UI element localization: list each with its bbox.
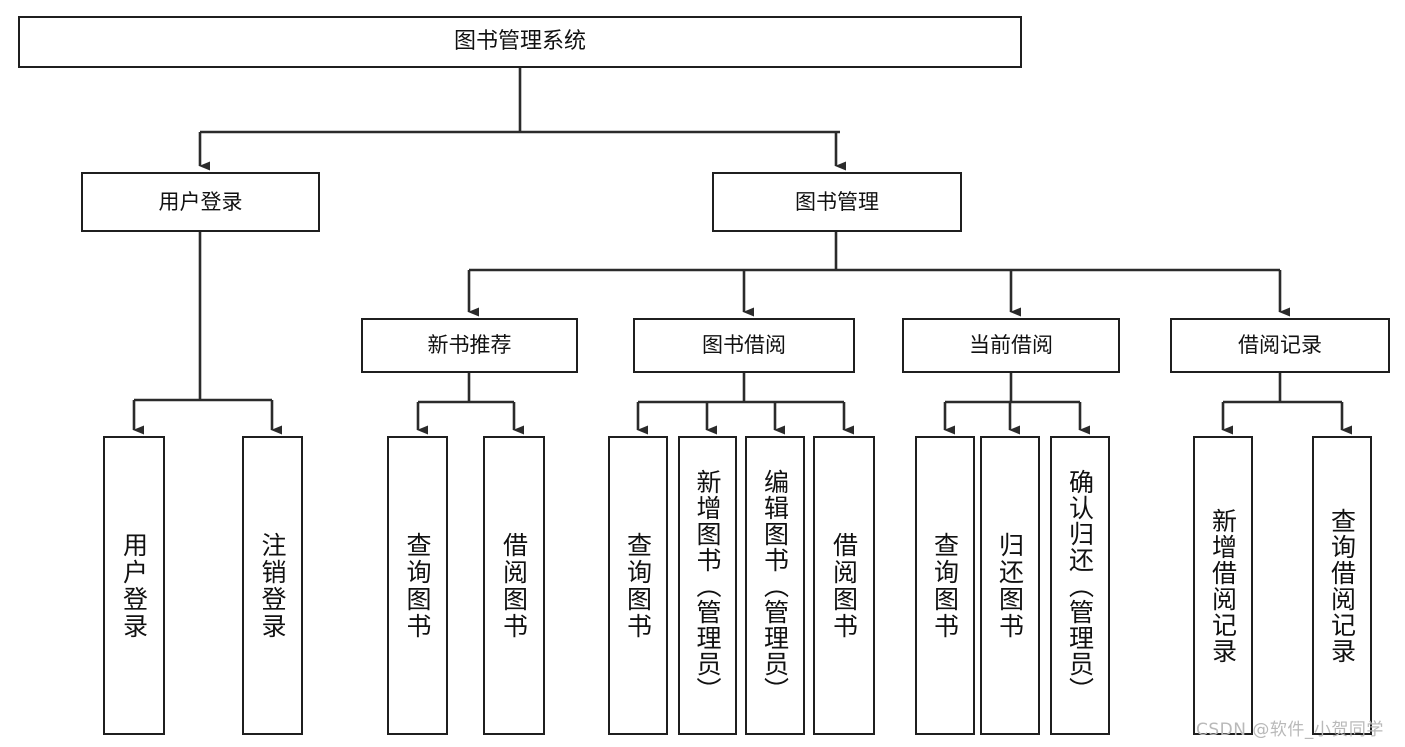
- node-label: 图书管理系统: [453, 29, 586, 55]
- node-label: 借阅图书: [829, 531, 859, 640]
- leaf-query-borrow-record[interactable]: 查询借阅记录: [1312, 436, 1372, 735]
- leaf-edit-book-admin[interactable]: 编辑图书（管理员）: [745, 436, 805, 735]
- node-label: 归还图书: [995, 531, 1025, 640]
- leaf-borrow-book-borrow[interactable]: 借阅图书: [813, 436, 875, 735]
- leaf-add-book-admin[interactable]: 新增图书（管理员）: [678, 436, 737, 735]
- node-label: 新增图书（管理员）: [693, 468, 722, 703]
- node-label: 借阅记录: [1238, 333, 1322, 358]
- node-label: 用户登录: [158, 189, 243, 214]
- leaf-borrow-book-new-recommend[interactable]: 借阅图书: [483, 436, 545, 735]
- node-label: 新增借阅记录: [1208, 507, 1238, 664]
- leaf-query-book-borrow[interactable]: 查询图书: [608, 436, 668, 735]
- node-label: 用户登录: [119, 531, 149, 640]
- leaf-user-login[interactable]: 用户登录: [103, 436, 165, 735]
- node-label: 查询图书: [930, 531, 960, 640]
- node-label: 查询借阅记录: [1327, 507, 1357, 664]
- leaf-logout-login[interactable]: 注销登录: [242, 436, 303, 735]
- leaf-add-borrow-record[interactable]: 新增借阅记录: [1193, 436, 1253, 735]
- leaf-query-book-current[interactable]: 查询图书: [915, 436, 975, 735]
- node-user-login[interactable]: 用户登录: [81, 172, 320, 232]
- node-label: 查询图书: [623, 531, 653, 640]
- node-label: 编辑图书（管理员）: [760, 468, 790, 703]
- node-label: 图书管理: [795, 189, 879, 214]
- node-label: 当前借阅: [969, 333, 1053, 358]
- leaf-return-book[interactable]: 归还图书: [980, 436, 1040, 735]
- node-new-book-recommend[interactable]: 新书推荐: [361, 318, 578, 373]
- node-book-management[interactable]: 图书管理: [712, 172, 962, 232]
- node-label: 注销登录: [258, 531, 287, 640]
- node-label: 确认归还（管理员）: [1065, 468, 1095, 703]
- node-label: 借阅图书: [499, 531, 529, 640]
- csdn-watermark: CSDN @软件_小贺同学: [1196, 720, 1384, 740]
- node-label: 查询图书: [403, 531, 432, 640]
- leaf-confirm-return-admin[interactable]: 确认归还（管理员）: [1050, 436, 1110, 735]
- leaf-query-book-new-recommend[interactable]: 查询图书: [387, 436, 448, 735]
- node-book-borrow[interactable]: 图书借阅: [633, 318, 855, 373]
- node-current-borrow[interactable]: 当前借阅: [902, 318, 1120, 373]
- node-label: 新书推荐: [427, 333, 512, 358]
- node-label: 图书借阅: [702, 333, 786, 358]
- node-borrow-record[interactable]: 借阅记录: [1170, 318, 1390, 373]
- node-root-book-management-system[interactable]: 图书管理系统: [18, 16, 1022, 68]
